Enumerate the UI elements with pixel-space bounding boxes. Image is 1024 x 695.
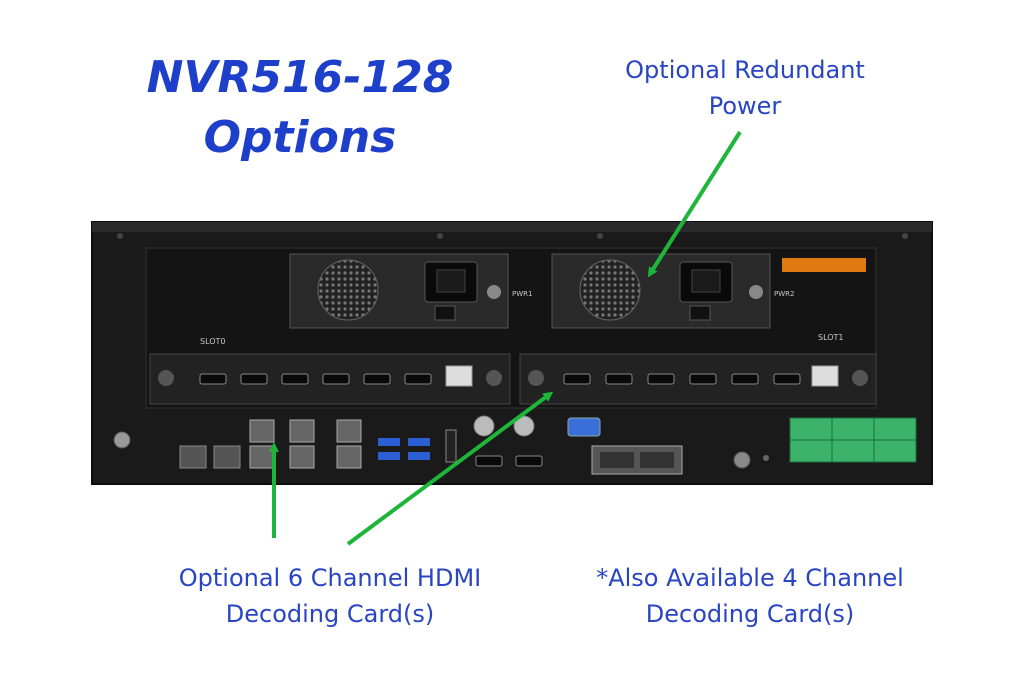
callout-power-line2: Power bbox=[708, 92, 782, 120]
vga-port bbox=[567, 417, 601, 437]
sas-port bbox=[640, 452, 674, 468]
screw-icon bbox=[117, 233, 123, 239]
power-switch[interactable] bbox=[434, 305, 456, 321]
thumbscrew-icon bbox=[528, 370, 544, 386]
callout-also-available: *Also Available 4 Channel Decoding Card(… bbox=[545, 560, 955, 632]
usb-port bbox=[408, 438, 430, 446]
hdmi-port bbox=[199, 373, 227, 385]
io-row bbox=[113, 415, 917, 475]
bnc-connector bbox=[473, 415, 495, 437]
callout-hdmi-line1: Optional 6 Channel HDMI bbox=[178, 564, 482, 592]
sas-port bbox=[600, 452, 634, 468]
arrow-redundant-power bbox=[647, 130, 742, 278]
callout-also-line1: *Also Available 4 Channel bbox=[596, 564, 904, 592]
sfp-port bbox=[179, 445, 207, 469]
esata-port bbox=[445, 429, 457, 463]
psu-right-label: PWR2 bbox=[774, 290, 794, 298]
slot-right-label: SLOT1 bbox=[818, 333, 844, 342]
terminal-connector bbox=[445, 365, 473, 387]
ground-screw-icon bbox=[113, 431, 131, 449]
rj45-port bbox=[289, 419, 315, 443]
hdmi-port bbox=[515, 455, 543, 467]
decoding-card-right bbox=[519, 353, 877, 405]
decoding-card-left bbox=[149, 353, 511, 405]
power-supply-right: PWR2 bbox=[551, 253, 794, 329]
rj45-port bbox=[336, 419, 362, 443]
hdmi-port bbox=[563, 373, 591, 385]
usb-port bbox=[408, 452, 430, 460]
callout-hdmi-decoding-card: Optional 6 Channel HDMI Decoding Card(s) bbox=[130, 560, 530, 632]
thumbscrew-icon bbox=[487, 285, 501, 299]
chassis-top-edge bbox=[92, 222, 932, 232]
terminal-connector bbox=[811, 365, 839, 387]
callout-power-line1: Optional Redundant bbox=[625, 56, 865, 84]
thumbscrew-icon bbox=[486, 370, 502, 386]
product-title: NVR516-128 Options bbox=[120, 48, 480, 168]
thumbscrew-icon bbox=[158, 370, 174, 386]
hdmi-port bbox=[281, 373, 309, 385]
hdmi-port bbox=[773, 373, 801, 385]
power-button[interactable] bbox=[733, 451, 751, 469]
callout-redundant-power: Optional Redundant Power bbox=[585, 52, 905, 124]
hdmi-port bbox=[605, 373, 633, 385]
alarm-terminal-block bbox=[789, 417, 917, 463]
product-title-line2: Options bbox=[203, 112, 397, 163]
usb-port bbox=[378, 452, 400, 460]
warning-label bbox=[782, 258, 866, 272]
hdmi-port bbox=[647, 373, 675, 385]
screw-icon bbox=[902, 233, 908, 239]
hdmi-port bbox=[240, 373, 268, 385]
hdmi-port bbox=[322, 373, 350, 385]
rj45-port bbox=[289, 445, 315, 469]
rj45-port bbox=[336, 445, 362, 469]
thumbscrew-icon bbox=[749, 285, 763, 299]
arrow-decoding-card-right bbox=[346, 391, 554, 546]
hdmi-port bbox=[363, 373, 391, 385]
sfp-port bbox=[213, 445, 241, 469]
slot-left-label: SLOT0 bbox=[200, 337, 226, 346]
screw-icon bbox=[597, 233, 603, 239]
hdmi-port bbox=[404, 373, 432, 385]
fan-grille-icon bbox=[317, 259, 379, 321]
product-title-line1: NVR516-128 bbox=[146, 52, 454, 103]
callout-hdmi-line2: Decoding Card(s) bbox=[225, 600, 435, 628]
power-switch[interactable] bbox=[689, 305, 711, 321]
callout-also-line2: Decoding Card(s) bbox=[645, 600, 855, 628]
usb-port bbox=[378, 438, 400, 446]
hdmi-port bbox=[475, 455, 503, 467]
psu-left-label: PWR1 bbox=[512, 290, 532, 298]
thumbscrew-icon bbox=[852, 370, 868, 386]
bnc-connector bbox=[513, 415, 535, 437]
reset-button-icon bbox=[763, 455, 769, 461]
screw-icon bbox=[437, 233, 443, 239]
power-supply-left: PWR1 bbox=[289, 253, 532, 329]
rj45-port bbox=[249, 419, 275, 443]
fan-grille-icon bbox=[579, 259, 641, 321]
hdmi-port bbox=[731, 373, 759, 385]
hdmi-port bbox=[689, 373, 717, 385]
rj45-port bbox=[249, 445, 275, 469]
